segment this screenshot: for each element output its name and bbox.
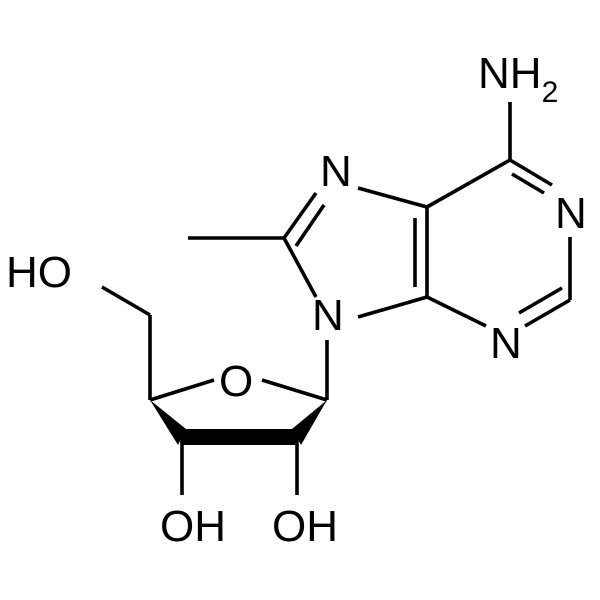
bond-n9-c8 [282,237,318,298]
bond-c5prime-o5prime [101,285,151,317]
hydroxyl-2prime-label: OH [272,502,338,551]
atom-n9-label: N [312,291,344,340]
bond-c2-n3-double [518,286,563,315]
bond-c6-n1-double [511,172,545,195]
amino-subscript-2: 2 [541,76,559,109]
atom-n7-label: N [320,147,352,196]
hydroxyl-5prime-label: HO [6,248,72,297]
bond-c2-n3 [524,298,571,328]
bond-c1prime-o4prime [261,378,328,402]
bond-n7-c5 [357,186,428,209]
bond-c8-n7-double [294,203,326,248]
amino-group-label: NH2 [478,49,558,108]
bond-c8-n7 [282,191,318,240]
hydroxyl-3prime-label: OH [160,502,226,551]
amino-n-label: NH [478,49,542,98]
bond-c6-n1 [509,158,553,187]
ring-oxygen-label: O [219,357,254,406]
bond-c5-c6 [426,158,511,209]
bold-bond-c3prime-c2prime [182,429,297,445]
atom-n3-label: N [490,319,522,368]
wedge-c1prime-c2prime [292,400,327,445]
wedge-c4prime-c3prime [150,400,186,445]
bond-c4-n9 [357,295,428,319]
bond-n3-c4 [426,295,487,328]
atom-n1-label: N [555,189,587,238]
bond-o4prime-c4prime [149,378,215,402]
